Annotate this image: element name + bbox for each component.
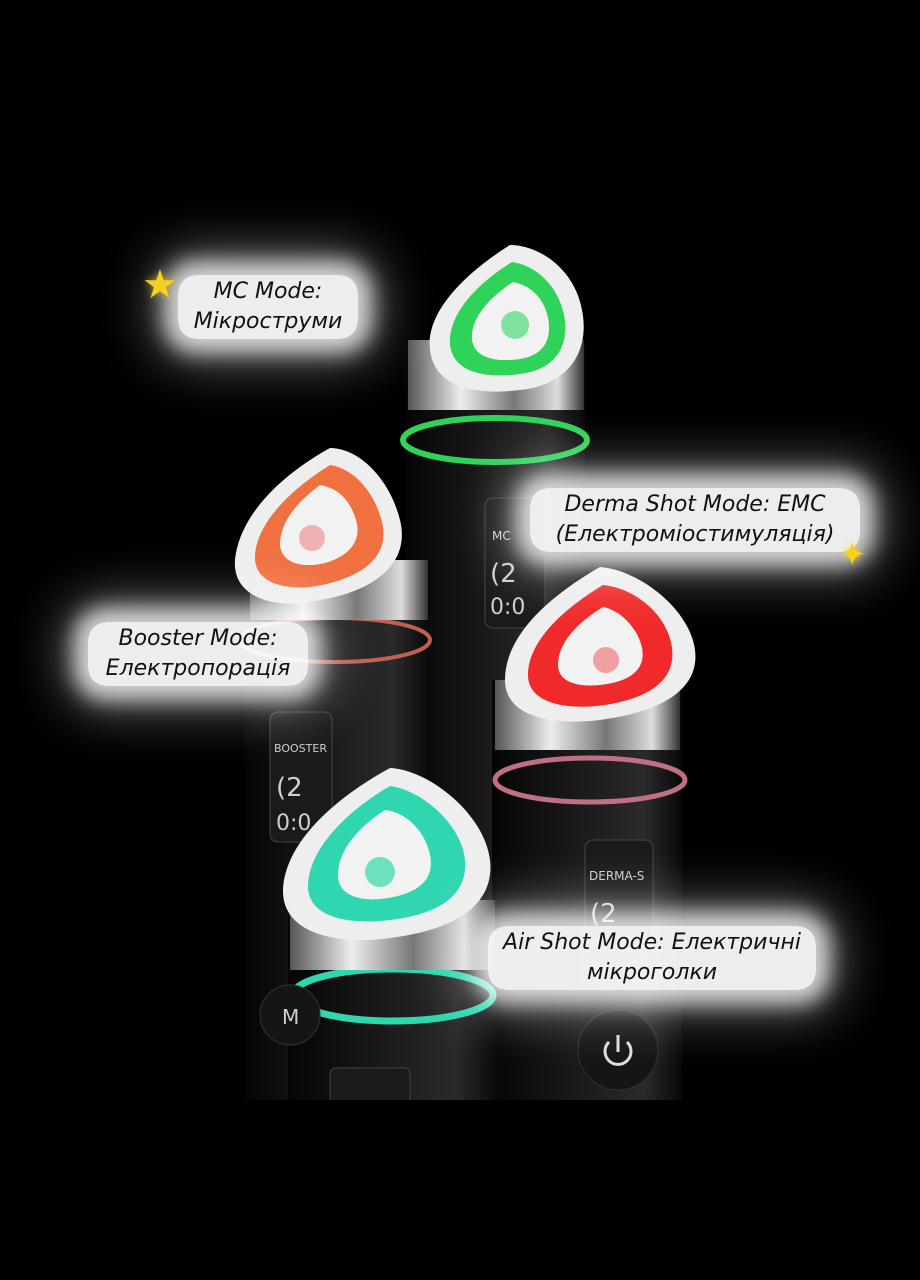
label-booster-line1: Booster Mode: (118, 626, 278, 651)
screen-derma-level: (2 (590, 899, 617, 929)
screen-booster: BOOSTER (2 0:0 (269, 711, 333, 843)
label-mc-line2: Мікроструми (193, 309, 343, 334)
screen-mc-level: (2 (490, 559, 517, 589)
star-icon: ✦ (838, 535, 867, 575)
screen-booster-level: (2 (276, 773, 303, 803)
label-derma-shot-mode: Derma Shot Mode: EMC (Електроміостимуляц… (530, 488, 860, 552)
label-booster-mode: Booster Mode: Електропорація (88, 622, 308, 686)
label-mc-line1: MC Mode: (213, 279, 323, 304)
screen-mc-mode: MC (492, 529, 511, 543)
power-button (577, 1009, 659, 1091)
screen-derma-mode: DERMA-S (589, 869, 644, 883)
power-icon (603, 1040, 633, 1066)
label-derma-line1: Derma Shot Mode: EMC (564, 492, 826, 517)
device-teal: M (259, 768, 498, 1109)
label-mc-mode: MC Mode: Мікроструми (178, 275, 358, 339)
screen-air-mode: M (282, 1005, 299, 1029)
screen-booster-mode: BOOSTER (274, 742, 327, 755)
label-air-line1: Air Shot Mode: Електричні (503, 930, 801, 955)
screen-booster-time: 0:0 (276, 811, 311, 836)
screen-mc-time: 0:0 (490, 595, 525, 620)
label-air-shot-mode: Air Shot Mode: Електричні мікроголки (488, 926, 816, 990)
label-booster-line2: Електропорація (105, 656, 291, 681)
star-icon: ★ (142, 262, 178, 308)
screen-derma: DERMA-S (2 (584, 839, 654, 941)
label-derma-line2: (Електроміостимуляція) (555, 522, 835, 547)
label-air-line2: мікроголки (586, 960, 718, 985)
